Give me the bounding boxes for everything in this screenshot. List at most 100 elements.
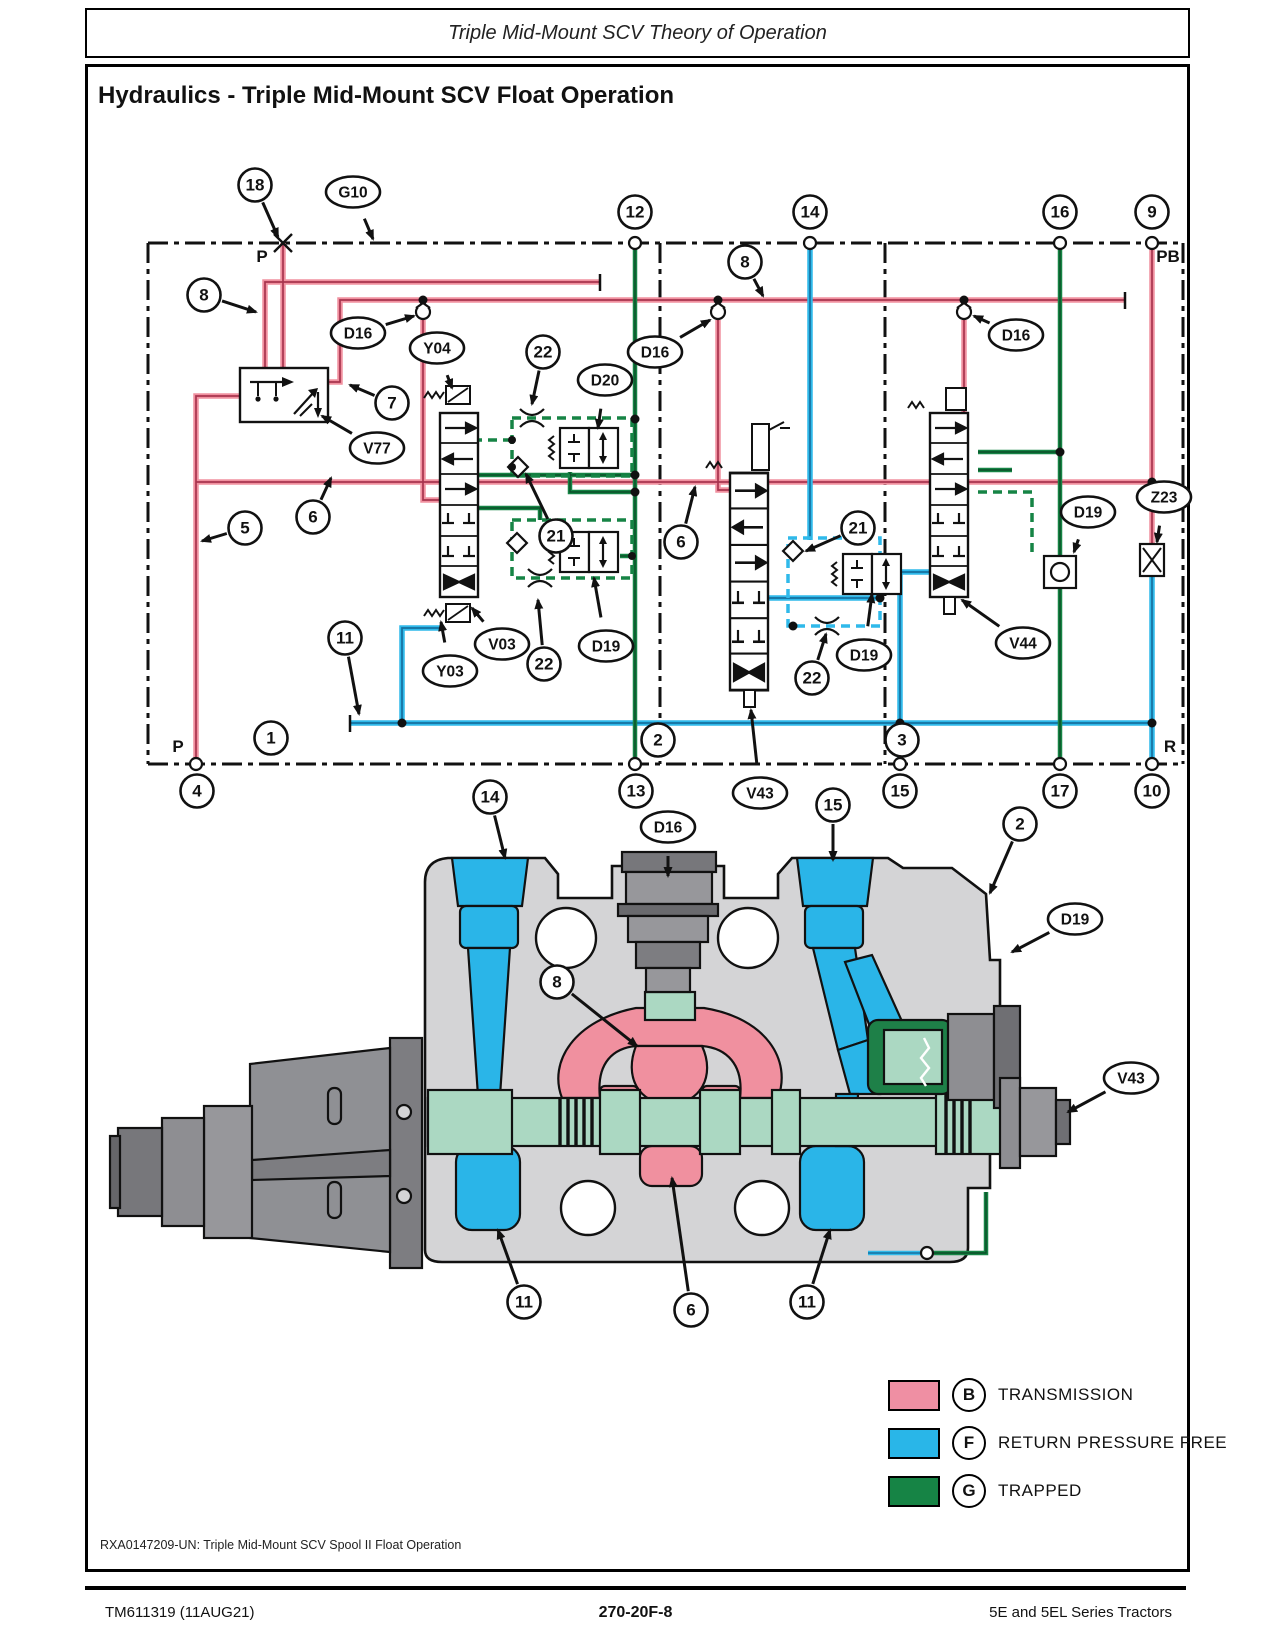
section-callout-8: 8 [539, 964, 639, 1048]
svg-text:6: 6 [686, 1301, 695, 1320]
svg-text:9: 9 [1147, 203, 1156, 222]
pilot-check-21b-symbol [506, 532, 528, 554]
svg-text:22: 22 [534, 343, 553, 362]
svg-text:Y04: Y04 [423, 341, 451, 358]
schematic-callout-y04: Y04 [408, 331, 466, 390]
schematic-callout-22: 22 [525, 334, 561, 406]
system-boundary [146, 241, 1185, 766]
svg-text:21: 21 [849, 519, 868, 538]
svg-text:6: 6 [676, 533, 685, 552]
check-d16-scv3-symbol [955, 301, 973, 321]
figure-caption: RXA0147209-UN: Triple Mid-Mount SCV Spoo… [100, 1538, 462, 1552]
schematic-callout-6: 6 [295, 476, 333, 535]
pilot-port [919, 1245, 935, 1261]
legend-label-return: RETURN PRESSURE FREE [998, 1433, 1228, 1452]
svg-text:V03: V03 [488, 637, 516, 654]
trapped-pilot-lines [478, 416, 1034, 580]
schematic-callout-8: 8 [186, 277, 258, 314]
schematic-callout-v44: V44 [960, 598, 1052, 660]
svg-text:D16: D16 [1002, 328, 1031, 345]
content-frame [85, 64, 1190, 1572]
svg-text:11: 11 [336, 629, 354, 648]
schematic-callout-21: 21 [804, 510, 876, 553]
check-d16-scv2-symbol [709, 301, 727, 321]
svg-text:D16: D16 [654, 820, 683, 837]
svg-text:3: 3 [897, 731, 906, 750]
boundary-ports [188, 235, 1160, 772]
section-callout-11: 11 [789, 1228, 832, 1320]
svg-text:14: 14 [801, 203, 820, 222]
schematic-callout-15: 15 [882, 773, 918, 809]
svg-text:4: 4 [192, 782, 202, 801]
schematic-callout-5: 5 [200, 510, 263, 546]
schematic-callout-16: 16 [1042, 194, 1078, 230]
svg-text:8: 8 [552, 973, 561, 992]
svg-text:8: 8 [199, 286, 208, 305]
svg-text:V77: V77 [363, 441, 391, 458]
svg-text:14: 14 [481, 788, 500, 807]
check-d20-symbol [547, 426, 620, 470]
section-callout-15: 15 [815, 787, 851, 862]
schematic-callout-7: 7 [348, 383, 410, 421]
legend-code-b: B [952, 1378, 986, 1412]
schematic-callout-22: 22 [526, 598, 562, 682]
schematic-callout-v43: V43 [731, 708, 789, 810]
check-d19-scv2-symbol [830, 552, 903, 596]
svg-text:D19: D19 [850, 648, 879, 665]
svg-text:D16: D16 [344, 326, 373, 343]
scv2-lever-symbol [705, 421, 790, 471]
schematic-callout-g10: G10 [324, 175, 382, 241]
scv3-spool-symbol [928, 411, 970, 599]
svg-text:21: 21 [547, 527, 566, 546]
page-footer: TM611319 (11AUG21) 270-20F-8 5E and 5EL … [85, 1604, 1186, 1622]
section-callout-11: 11 [496, 1228, 542, 1320]
svg-text:5: 5 [240, 519, 249, 538]
svg-text:6: 6 [308, 508, 317, 527]
svg-text:V43: V43 [746, 786, 774, 803]
footer-page-number: 270-20F-8 [598, 1604, 673, 1621]
schematic-callout-d19: D19 [1059, 495, 1117, 554]
section-callout-6: 6 [668, 1176, 709, 1328]
legend-row-trapped: G TRAPPED [888, 1474, 1227, 1508]
valve-body-cross-section [108, 850, 1072, 1270]
port-label-r: R [1164, 737, 1176, 756]
legend-row-return: F RETURN PRESSURE FREE [888, 1426, 1227, 1460]
schematic-callout-v03: V03 [470, 606, 531, 661]
check-d16-scv1-symbol [414, 301, 432, 321]
pilot-check-21c-symbol [782, 540, 804, 562]
solenoid-y04-symbol [423, 385, 471, 405]
plug-v43 [998, 1076, 1072, 1170]
schematic-callout-d19: D19 [577, 576, 635, 663]
schematic-callout-z23: Z23 [1135, 480, 1193, 544]
svg-text:22: 22 [535, 655, 554, 674]
pink-end-caps [598, 274, 1127, 309]
svg-text:2: 2 [653, 731, 662, 750]
section-callout-v43: V43 [1066, 1061, 1160, 1114]
section-title: Hydraulics - Triple Mid-Mount SCV Float … [98, 82, 675, 109]
plug-d16 [616, 850, 720, 994]
footer-series: 5E and 5EL Series Tractors [989, 1604, 1172, 1621]
schematic-callout-6: 6 [663, 485, 699, 560]
port-label-pb: PB [1156, 247, 1180, 266]
svg-text:17: 17 [1051, 782, 1070, 801]
schematic-callout-d20: D20 [576, 363, 634, 430]
svg-text:D19: D19 [1061, 912, 1090, 929]
svg-text:D19: D19 [1074, 505, 1103, 522]
legend-code-f: F [952, 1426, 986, 1460]
section-callout-d16: D16 [639, 810, 697, 878]
footer-manual-id: TM611319 (11AUG21) [105, 1604, 255, 1621]
svg-text:V43: V43 [1117, 1071, 1145, 1088]
footer-rule [85, 1586, 1186, 1590]
schematic-callout-v77: V77 [320, 414, 406, 465]
svg-text:7: 7 [387, 394, 396, 413]
port-label-p: P [256, 247, 267, 266]
svg-text:2: 2 [1015, 815, 1024, 834]
svg-text:D19: D19 [592, 639, 621, 656]
schematic-callout-13: 13 [618, 773, 654, 809]
svg-text:D20: D20 [591, 373, 619, 390]
spool-actuator [108, 1036, 424, 1270]
svg-text:10: 10 [1143, 782, 1162, 801]
valve-v77 [238, 366, 330, 424]
schematic-callout-17: 17 [1042, 773, 1078, 809]
